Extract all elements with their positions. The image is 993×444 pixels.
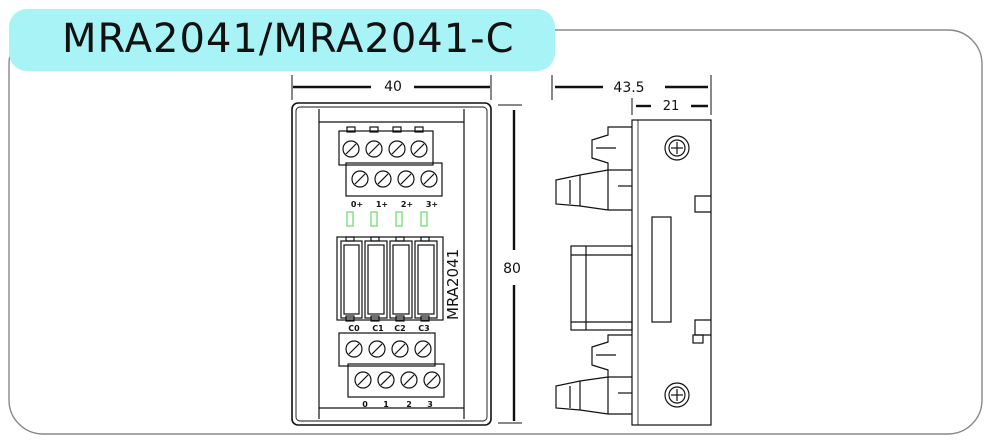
screw-icon (423, 371, 441, 389)
title-tab (9, 9, 555, 71)
screw-icon (397, 170, 415, 188)
terminal-label: 0 (362, 400, 368, 409)
terminal-label: 1 (383, 400, 389, 409)
dimension-width (291, 75, 492, 100)
screw-icon (391, 340, 409, 358)
dimension-height (498, 104, 522, 424)
screw-icon (345, 340, 363, 358)
dimension-rail (631, 98, 712, 115)
terminal-label: 0+ (351, 200, 363, 209)
terminal-label: C1 (372, 324, 384, 333)
bottom-terminal-block-upper (338, 332, 436, 367)
terminal-label: C2 (394, 324, 405, 333)
screw-icon (354, 371, 372, 389)
screw-icon (420, 170, 438, 188)
lower-connector (555, 334, 632, 415)
led-indicator (420, 211, 428, 227)
terminal-label: 2 (406, 400, 412, 409)
dimension-height-label: 80 (503, 261, 521, 277)
dimension-depth-label: 43.5 (613, 80, 644, 96)
terminal-label: 1+ (376, 200, 388, 209)
screw-icon (342, 140, 360, 158)
screw-icon (388, 140, 406, 158)
top-terminal-labels: 0+ 1+ 2+ 3+ (351, 200, 438, 209)
dimension-width-label: 40 (384, 79, 402, 95)
screw-icon (410, 140, 428, 158)
dimension-rail-label: 21 (663, 99, 680, 114)
led-indicator (395, 211, 403, 227)
screw-icon (351, 170, 369, 188)
relay-bank (336, 236, 444, 322)
screw-icon (664, 382, 690, 408)
relay-socket (570, 245, 633, 331)
bottom-terminal-block-lower (347, 363, 445, 398)
upper-connector (555, 126, 632, 211)
bottom-terminal-labels: 0 1 2 3 (362, 400, 433, 409)
top-terminal-block-upper (338, 126, 434, 166)
screw-icon (368, 340, 386, 358)
screw-icon (374, 170, 392, 188)
terminal-label: 3 (427, 400, 433, 409)
led-indicator (346, 211, 354, 227)
label-window (651, 216, 672, 323)
module-side-label: MRA2041 (444, 249, 462, 320)
terminal-label: 2+ (401, 200, 413, 209)
terminal-label: C0 (348, 324, 360, 333)
dimension-depth (551, 75, 712, 100)
common-terminal-labels: C0 C1 C2 C3 (348, 324, 429, 333)
led-indicator (370, 211, 378, 227)
screw-icon (400, 371, 418, 389)
screw-icon (664, 135, 690, 161)
side-view (555, 119, 712, 426)
screw-icon (377, 371, 395, 389)
terminal-label: C3 (418, 324, 429, 333)
module-housing (291, 102, 492, 426)
front-view (291, 102, 492, 426)
product-title: MRA2041/MRA2041-C (62, 16, 515, 62)
screw-icon (365, 140, 383, 158)
terminal-label: 3+ (426, 200, 438, 209)
screw-icon (414, 340, 432, 358)
top-terminal-block-lower (345, 162, 443, 197)
status-leds (346, 211, 428, 227)
